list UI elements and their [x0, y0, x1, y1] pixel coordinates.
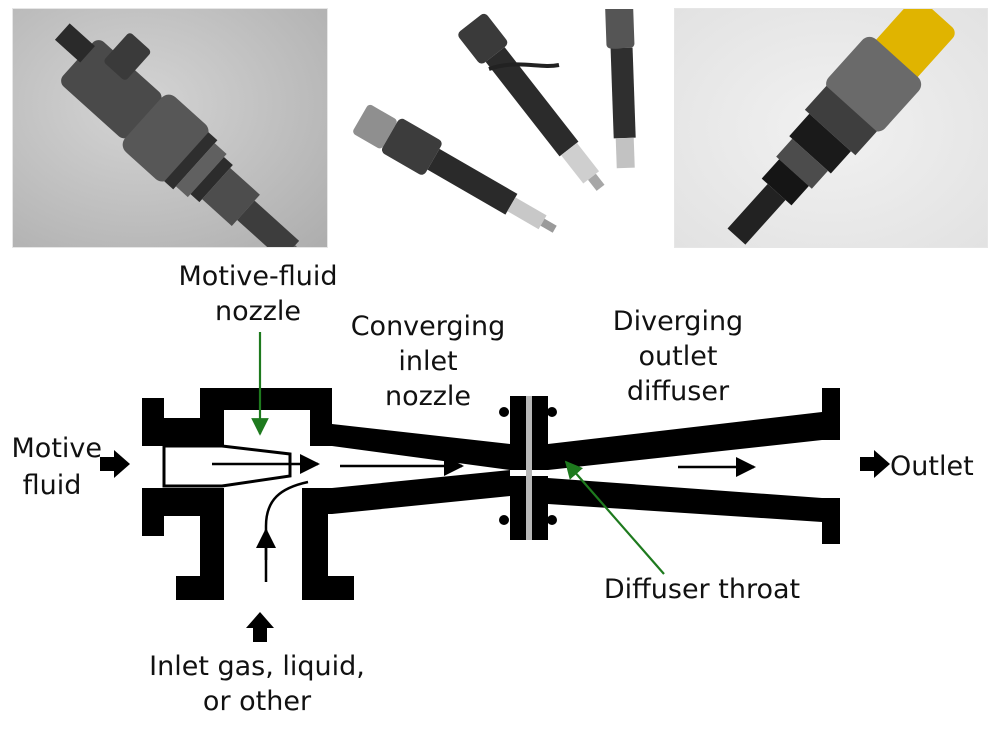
label-motive-fluid-1: Motive: [12, 433, 103, 464]
label-diverging-2: outlet: [639, 341, 718, 372]
injector-photo-2: [338, 8, 656, 248]
throat-flange: [499, 396, 557, 540]
flow-arrows: [212, 454, 756, 582]
suction-chamber: [142, 388, 354, 600]
motive-fluid-arrow: [100, 450, 130, 478]
motive-fluid-nozzle: [162, 444, 292, 488]
label-diverging-3: diffuser: [627, 376, 730, 407]
label-outlet: Outlet: [890, 451, 974, 482]
label-motive-fluid-2: fluid: [23, 470, 82, 501]
outlet-arrow: [860, 450, 890, 478]
label-motive-nozzle-2: nozzle: [215, 296, 301, 327]
diverging-outlet-diffuser-bottom: [548, 478, 840, 544]
label-converging-3: nozzle: [385, 381, 471, 412]
converging-inlet-nozzle-top: [310, 412, 510, 470]
converging-inlet-nozzle-bottom: [302, 470, 510, 514]
label-converging-1: Converging: [351, 311, 506, 342]
label-inlet-2: or other: [203, 686, 312, 717]
label-diverging-1: Diverging: [613, 306, 743, 337]
inlet-arrow: [246, 612, 274, 642]
label-diffuser-throat: Diffuser throat: [604, 574, 800, 605]
label-inlet-1: Inlet gas, liquid,: [149, 651, 365, 682]
injector-photo-1: [12, 8, 328, 248]
diverging-outlet-diffuser-top: [548, 388, 840, 470]
label-motive-nozzle-1: Motive-fluid: [179, 261, 338, 292]
ejector-diagram: Motive-fluid nozzle Converging inlet noz…: [12, 261, 974, 717]
injector-photo-3: [674, 8, 988, 248]
pointer-lines: [251, 332, 665, 575]
label-converging-2: inlet: [398, 346, 457, 377]
